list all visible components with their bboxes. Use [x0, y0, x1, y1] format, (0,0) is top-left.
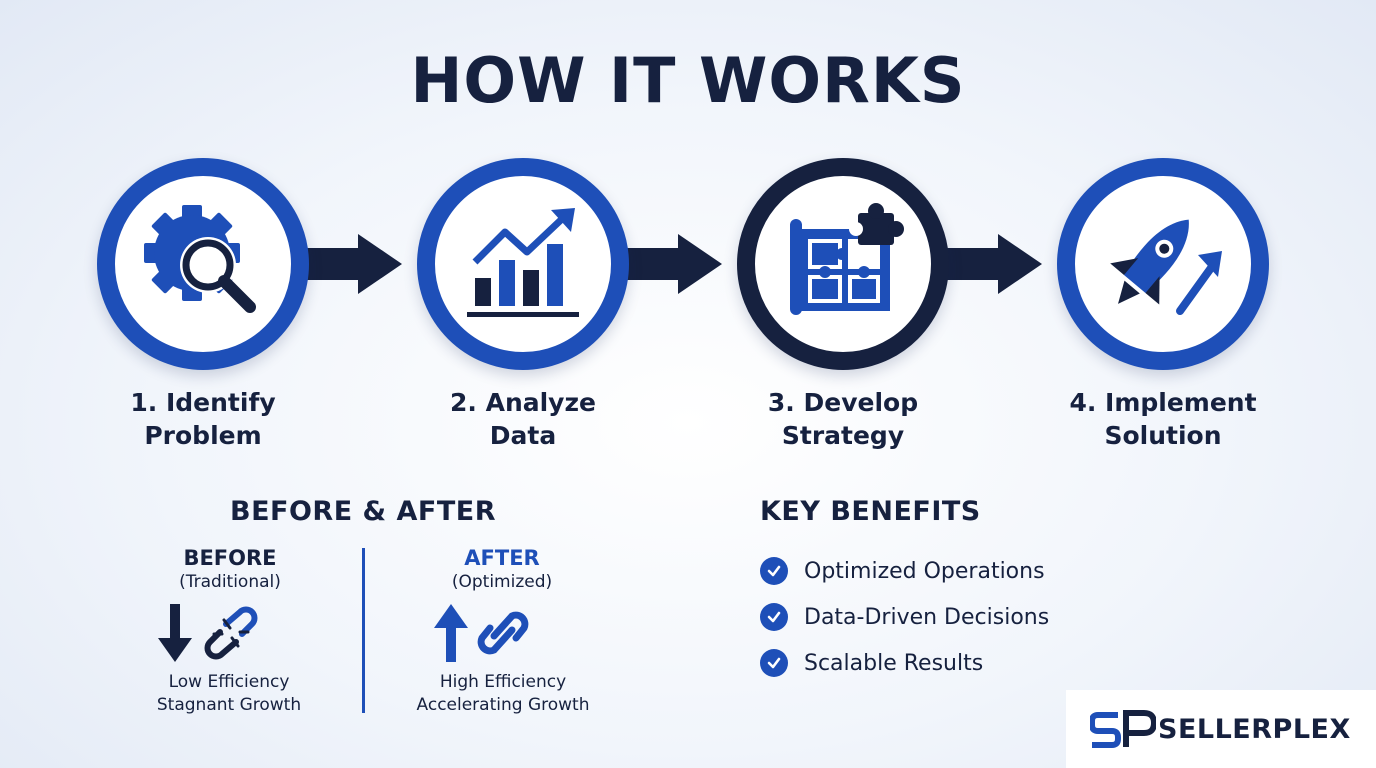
puzzle-blueprint-icon [790, 203, 904, 315]
arrowhead-1-2 [358, 234, 402, 294]
before-line-1: Low Efficiency [168, 672, 290, 692]
sellerplex-logo: SELLERPLEX [1066, 690, 1376, 768]
before-title: BEFORE [183, 546, 277, 570]
benefit-text: Optimized Operations [804, 558, 1045, 584]
step-4-circle [1057, 158, 1269, 370]
check-icon [760, 649, 788, 677]
growth-chart-icon [467, 208, 579, 317]
benefit-item: Data-Driven Decisions [760, 602, 1049, 632]
benefit-text: Scalable Results [804, 650, 984, 676]
chain-link-icon [477, 611, 529, 655]
step-4-line2: Solution [1104, 421, 1222, 450]
step-4-line1: 4. Implement [1069, 388, 1257, 417]
rocket-icon [1110, 219, 1222, 315]
step-2-line2: Data [489, 421, 557, 450]
sp-logo-mark [1090, 710, 1156, 748]
page-title: HOW IT WORKS [410, 44, 966, 117]
step-1-label: 1. Identify Problem [73, 386, 333, 452]
benefit-text: Data-Driven Decisions [804, 604, 1050, 630]
before-subtitle: (Traditional) [179, 572, 281, 592]
after-line-2: Accelerating Growth [416, 695, 590, 715]
arrowhead-2-3 [678, 234, 722, 294]
step-3-circle [737, 158, 949, 370]
step-4-label: 4. Implement Solution [1033, 386, 1293, 452]
step-2-line1: 2. Analyze [450, 388, 596, 417]
step-3-line1: 3. Develop [767, 388, 919, 417]
benefit-item: Scalable Results [760, 648, 983, 678]
step-1-circle [97, 158, 309, 370]
gear-search-icon [144, 205, 256, 313]
before-after-divider [362, 548, 365, 713]
step-2-label: 2. Analyze Data [393, 386, 653, 452]
step-1-line1: 1. Identify [130, 388, 276, 417]
step-2-circle [417, 158, 629, 370]
after-line-1: High Efficiency [439, 672, 567, 692]
step-1-line2: Problem [144, 421, 262, 450]
after-subtitle: (Optimized) [451, 572, 553, 592]
broken-chain-icon [204, 606, 258, 660]
step-3-line2: Strategy [781, 421, 905, 450]
down-arrow-icon [158, 604, 192, 662]
logo-text: SELLERPLEX [1158, 713, 1351, 745]
check-icon [760, 557, 788, 585]
arrowhead-3-4 [998, 234, 1042, 294]
after-title: AFTER [464, 546, 540, 570]
before-line-2: Stagnant Growth [156, 695, 302, 715]
check-icon [760, 603, 788, 631]
before-after-heading: BEFORE & AFTER [230, 496, 496, 527]
step-3-label: 3. Develop Strategy [713, 386, 973, 452]
up-arrow-icon [434, 604, 468, 662]
benefit-item: Optimized Operations [760, 556, 1045, 586]
key-benefits-heading: KEY BENEFITS [760, 496, 981, 527]
